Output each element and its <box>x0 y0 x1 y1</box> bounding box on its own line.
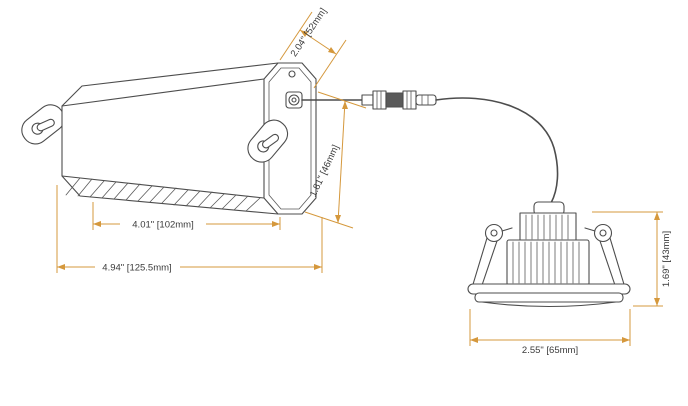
junction-box-body <box>61 62 279 215</box>
downlight-upper-body <box>519 212 577 242</box>
dim-light-height: 1.69" [43mm] <box>592 211 672 307</box>
dim-box-overall-length: 4.94" [125.5mm] <box>56 185 323 274</box>
dim-box-length: 4.01" [102mm] <box>92 202 281 231</box>
downlight-heatsink-fins <box>512 241 580 284</box>
cable-assembly <box>301 90 559 204</box>
mounting-ear-left <box>21 104 65 145</box>
downlight <box>467 201 631 308</box>
dim-label-box-width: 2.04" [52mm] <box>289 6 330 59</box>
cable-arc <box>435 97 559 204</box>
mounting-ear-right <box>247 119 289 163</box>
hatch-lines <box>65 177 261 212</box>
downlight-heatsink-fins <box>525 214 569 240</box>
keyhole-slot <box>31 118 55 135</box>
dim-label-box-length: 4.01" [102mm] <box>132 220 193 231</box>
dim-light-diameter: 2.55" [65mm] <box>469 309 631 356</box>
spring-clip-right <box>584 223 627 295</box>
cable-gland <box>285 91 303 109</box>
dim-label-light-diameter: 2.55" [65mm] <box>522 345 578 356</box>
quick-connector <box>361 90 437 110</box>
dim-label-light-height: 1.69" [43mm] <box>661 231 672 287</box>
junction-box <box>21 62 317 215</box>
dim-label-box-overall-length: 4.94" [125.5mm] <box>102 263 171 274</box>
trim-ring <box>467 283 631 308</box>
face-screw <box>288 70 296 78</box>
keyhole-slot <box>257 133 280 153</box>
